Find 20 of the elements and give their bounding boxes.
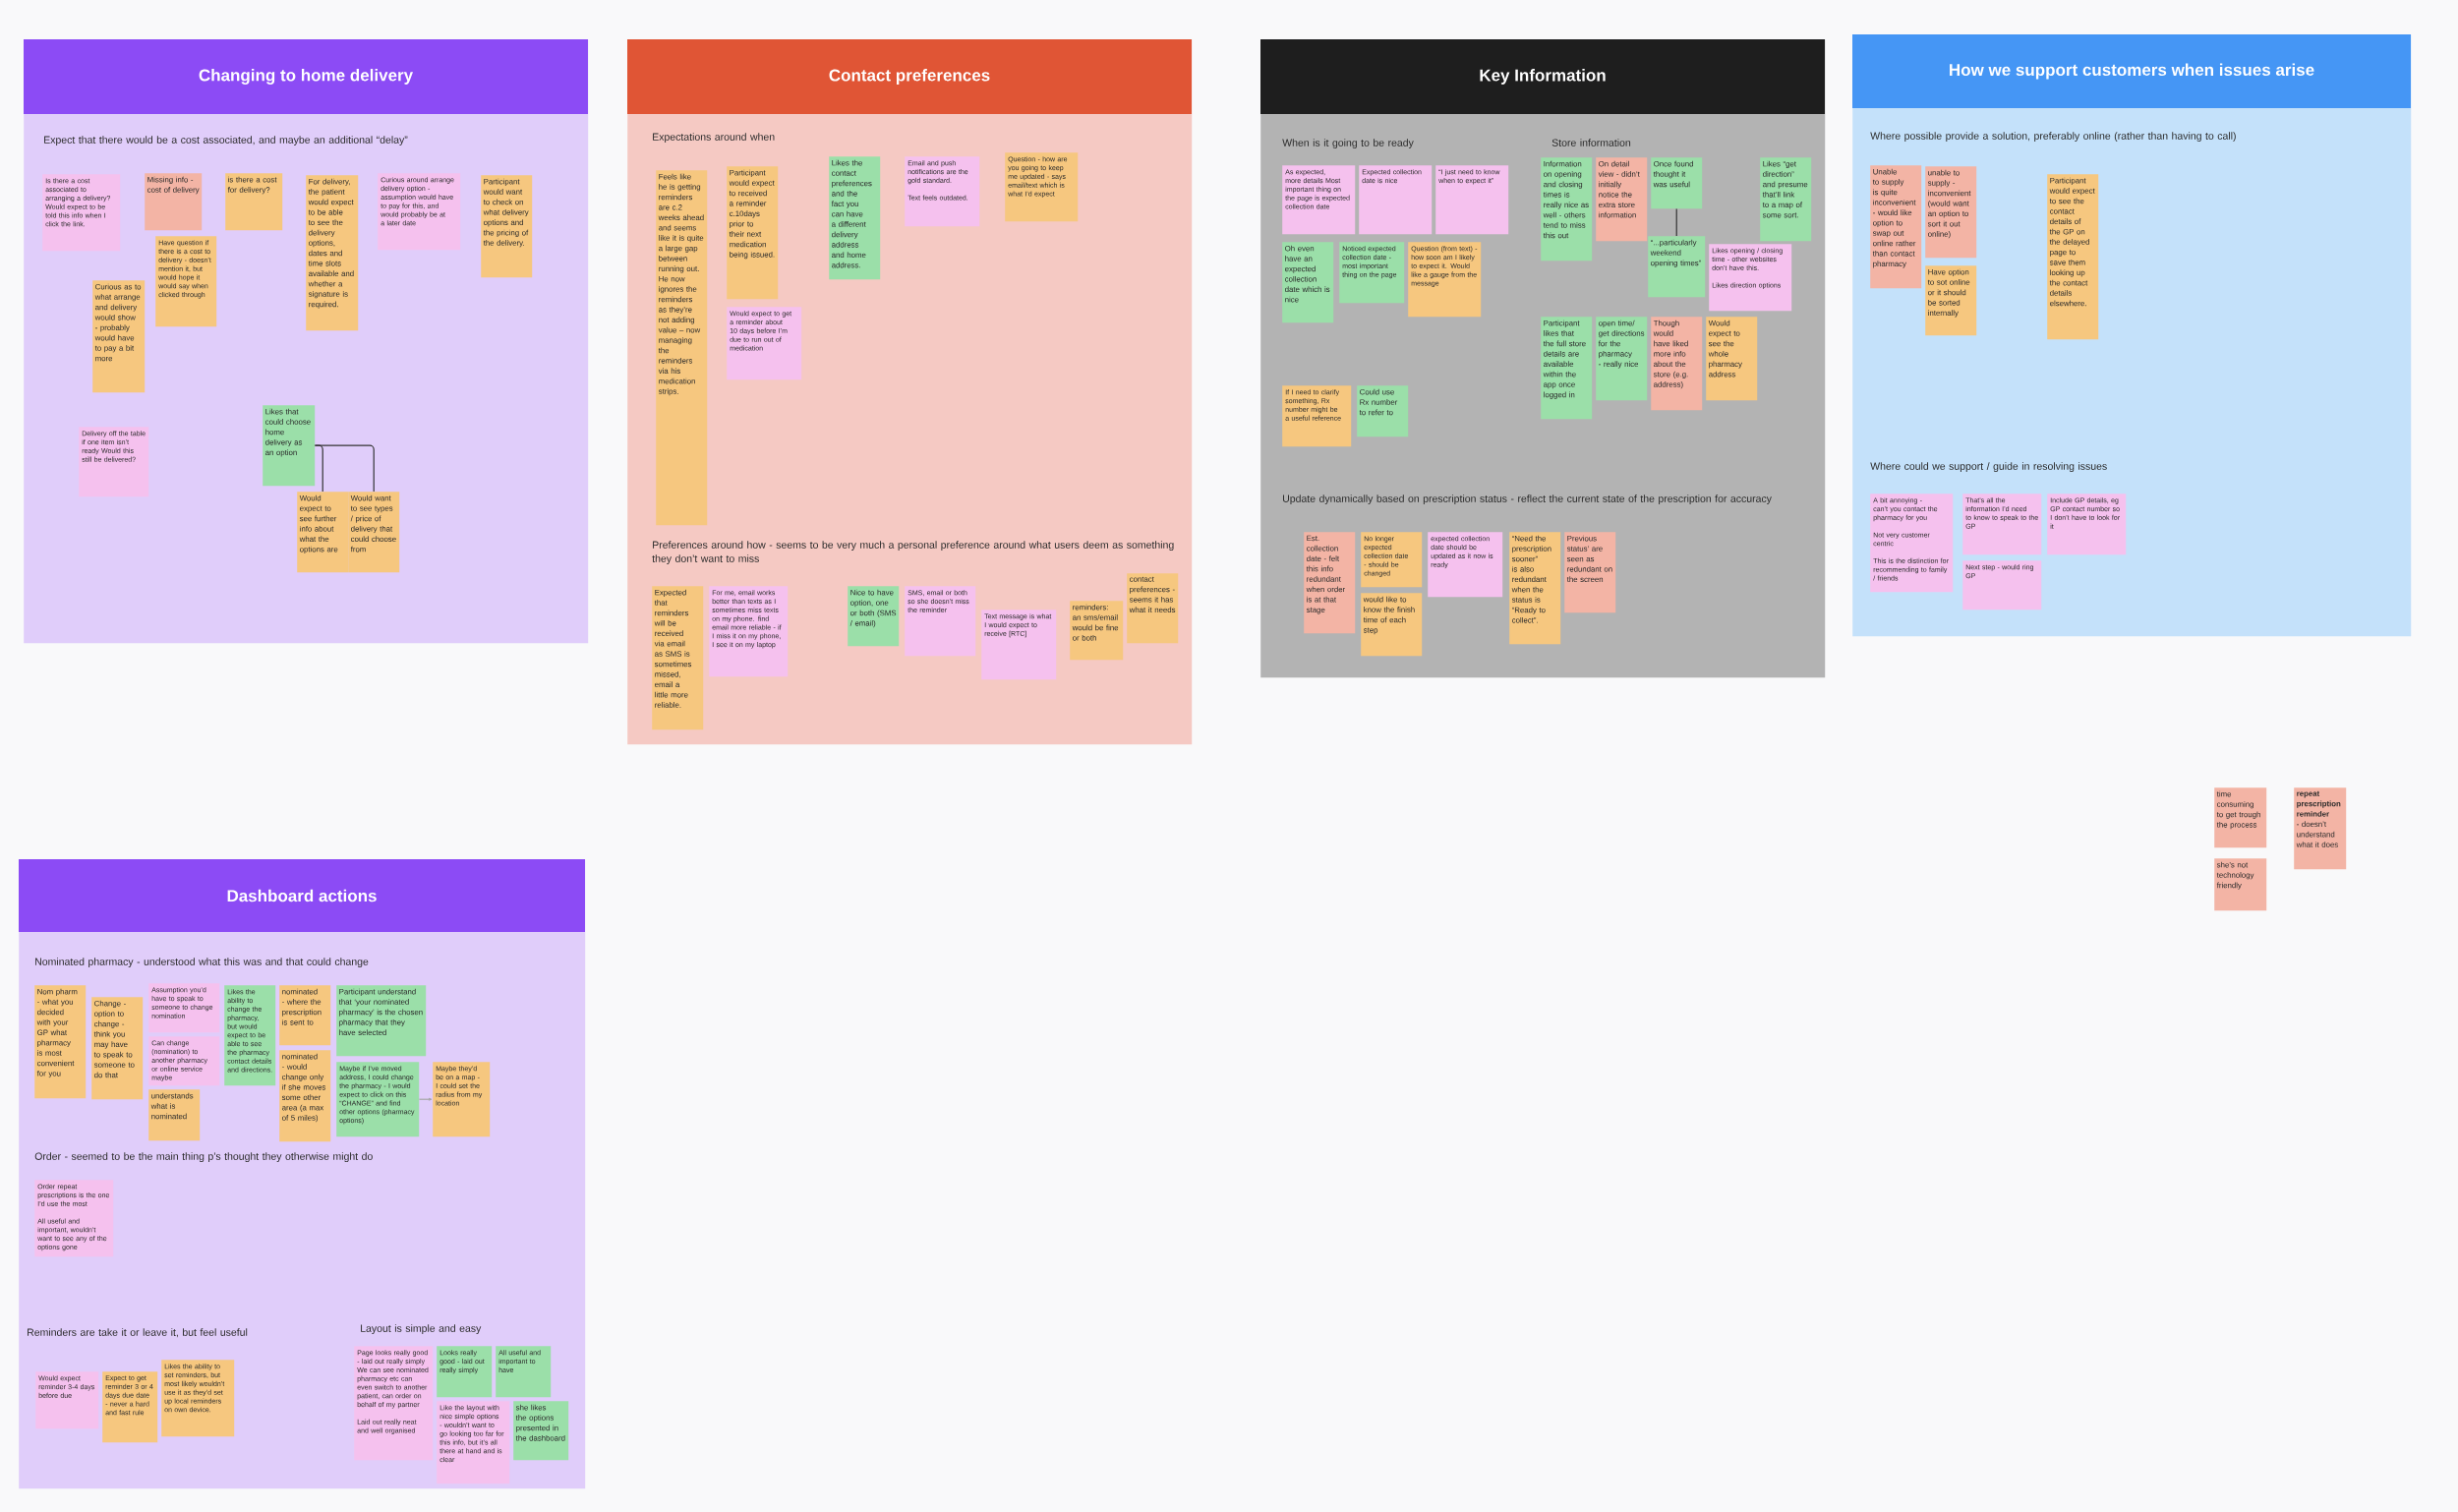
panel-header: Changing to home delivery: [24, 39, 588, 114]
section-heading: Update dynamically based on prescription status - reflect the current state of the prescription for accuracy: [1283, 494, 1772, 504]
panel-header: Key Information: [1260, 39, 1825, 114]
section-heading: Reminders are take it or leave it, but feel useful: [28, 1328, 248, 1338]
section-heading: Preferences around how - seems to be very much a personal preference around what users deem as something they don’t want to miss: [652, 541, 1174, 564]
connector-line: [314, 444, 375, 493]
connector-line: [1675, 207, 1677, 237]
section-heading: Layout is simple and easy: [361, 1324, 482, 1334]
section-heading: Expectations around when: [653, 133, 775, 143]
section-heading: Store information: [1551, 139, 1631, 146]
section-heading: When is it going to be ready: [1282, 139, 1414, 148]
panel-header: Contact preferences: [627, 39, 1192, 114]
section-heading: Where possible provide a solution, preferably online (rather than having to call): [1870, 132, 2236, 142]
panel-header: Dashboard actions: [19, 859, 585, 932]
section-heading: Expect that there would be a cost associated, and maybe an additional “delay”: [44, 136, 408, 145]
section-heading: Order - seemed to be the main thing p’s thought they otherwise might do: [34, 1152, 373, 1162]
arrow: [418, 1097, 433, 1101]
section-heading: Where could we support / guide in resolving issues: [1870, 462, 2107, 472]
panel-header: How we support customers when issues arise: [1852, 34, 2411, 108]
section-heading: Nominated pharmacy - understood what this was and that could change: [35, 958, 369, 967]
